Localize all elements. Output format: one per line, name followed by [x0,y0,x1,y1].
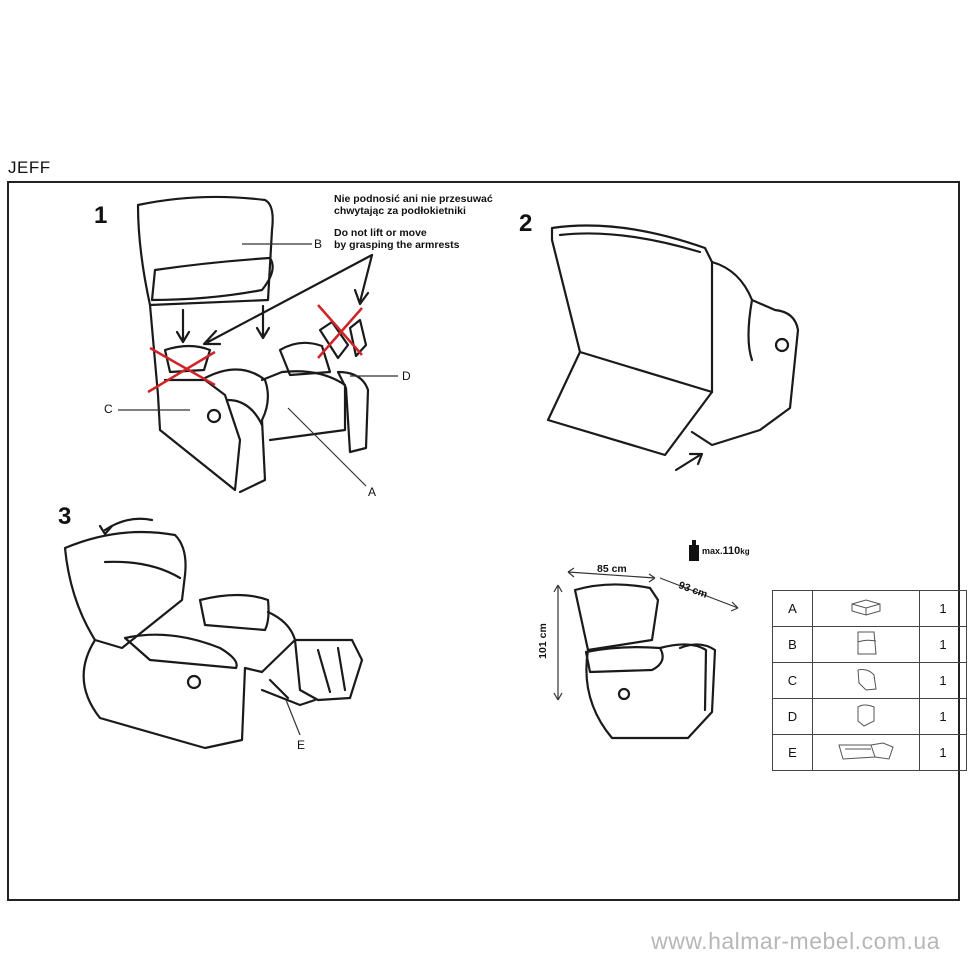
parts-table: A 1 B 1 C 1 D 1 E 1 [772,590,967,771]
part-letter: E [772,734,813,771]
callout-c: C [104,402,113,416]
part-letter: B [772,626,813,663]
warning-text-en: Do not lift or move by grasping the armr… [334,227,460,251]
warning-text-pl: Nie podnosić ani nie przesuwać chwytając… [334,193,493,217]
table-row: D 1 [772,698,967,735]
part-letter: A [772,590,813,627]
diagram-title: JEFF [8,158,51,177]
part-qty: 1 [919,662,967,699]
part-qty: 1 [919,626,967,663]
right-armrest-icon [857,704,875,727]
callout-d: D [402,369,411,383]
seat-cushion-icon [851,599,881,616]
part-letter: C [772,662,813,699]
callout-e: E [297,738,306,752]
callout-b: B [314,237,323,251]
table-row: B 1 [772,626,967,663]
backrest-icon [857,631,877,655]
left-armrest-icon [857,669,877,691]
part-image [812,698,920,735]
table-row: E 1 [772,734,967,771]
part-image [812,734,920,771]
footrest-mechanism-icon [838,742,894,760]
table-row: C 1 [772,662,967,699]
part-letter: D [772,698,813,735]
step-2-number: 2 [519,210,533,237]
instruction-frame [7,181,960,901]
step2-chair-illustration [546,224,800,472]
height-dimension: 101 cm [536,623,549,659]
part-image [812,662,920,699]
step-1-number: 1 [94,202,108,229]
part-image [812,590,920,627]
callout-a: A [368,485,377,499]
step1-chair-illustration [118,195,398,494]
step-3-number: 3 [58,503,72,530]
website-footer: www.halmar-mebel.com.ua [651,928,940,954]
width-dimension: 85 cm [597,563,627,575]
part-qty: 1 [919,590,967,627]
part-image [812,626,920,663]
part-qty: 1 [919,734,967,771]
dimension-chair-illustration [553,540,739,740]
step3-chair-illustration [63,517,364,750]
max-load: max.110kg [702,545,750,557]
table-row: A 1 [772,590,967,627]
part-qty: 1 [919,698,967,735]
